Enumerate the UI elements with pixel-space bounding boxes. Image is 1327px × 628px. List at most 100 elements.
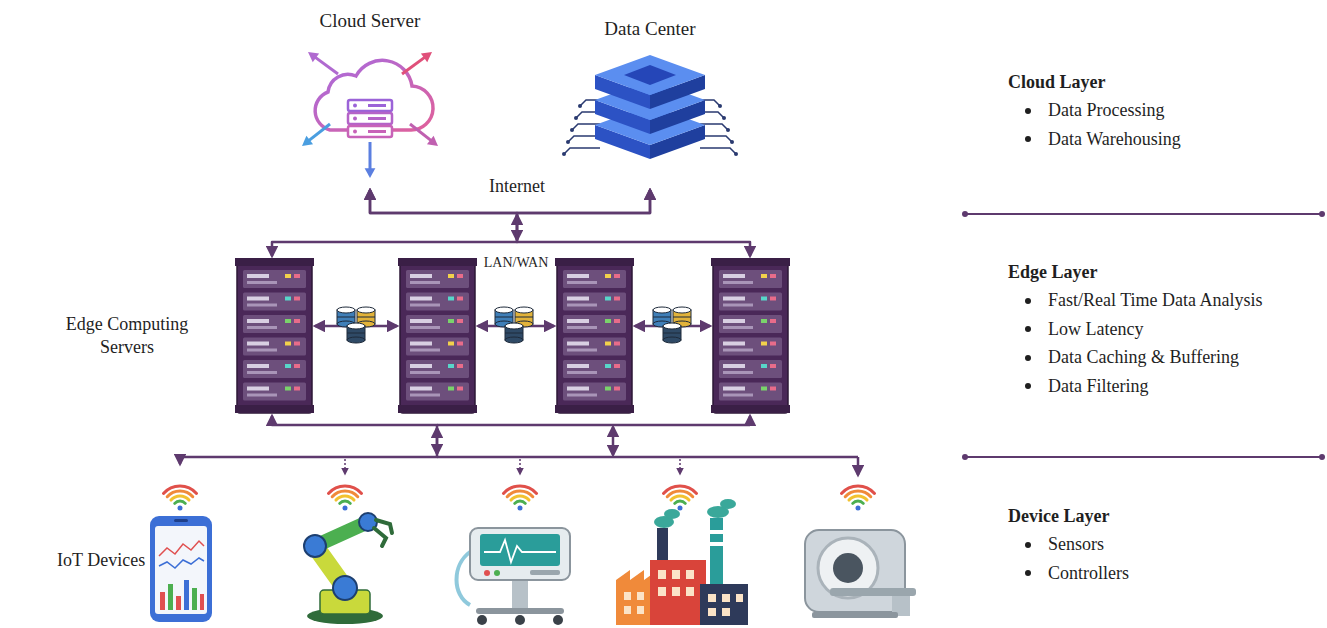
wifi-arc: [671, 496, 689, 500]
wifi-symbol: [663, 486, 696, 511]
rack-body: [237, 260, 312, 413]
arrow-head: [302, 136, 313, 146]
smartphone-icon-part: [184, 580, 189, 610]
network-label: LAN/WAN: [481, 255, 552, 271]
arrow-shaft: [369, 142, 372, 171]
rack-led: [457, 342, 463, 346]
rack-led: [448, 274, 454, 278]
rack-panel: [567, 304, 597, 307]
factory-icon-part-part: [637, 606, 644, 614]
cylinder-band: [347, 333, 365, 334]
wifi-dot: [856, 506, 861, 511]
circuit-dot: [730, 140, 734, 144]
factory-icon-part-part: [624, 592, 631, 600]
network-wires: [345, 215, 858, 475]
rack-panel: [410, 274, 432, 278]
cloud-arrows: [302, 52, 438, 178]
rack-panel: [410, 349, 440, 352]
rack-panel: [723, 326, 753, 329]
smartphone-icon-part: [150, 516, 212, 622]
rack-panel: [410, 304, 440, 307]
rack-unit: [719, 293, 782, 311]
rack-led: [614, 342, 620, 346]
rack-led: [605, 364, 611, 368]
rack-unit: [406, 383, 469, 401]
wifi-dot: [518, 506, 523, 511]
slab-top: [595, 55, 705, 95]
rack-led: [605, 342, 611, 346]
database-cylinder: [663, 323, 681, 343]
rack-panel: [723, 304, 753, 307]
rack-panel: [410, 297, 432, 301]
rack-unit: [563, 293, 626, 311]
rack-led: [457, 364, 463, 368]
rack-panel: [247, 394, 277, 397]
ventilator-icon-part: [477, 615, 487, 625]
ventilator-icon-part: [484, 570, 490, 576]
rack-unit: [563, 338, 626, 356]
circuit-dot: [726, 128, 730, 132]
arrow-shaft: [402, 56, 426, 74]
rack-body: [557, 260, 632, 413]
rack-panel: [247, 281, 277, 284]
cylinder-band: [495, 317, 513, 318]
rack-led: [285, 319, 291, 323]
network-wires-part: [612, 427, 615, 455]
rack-panel: [410, 319, 432, 323]
rack-led: [294, 319, 300, 323]
ventilator-icon-part: [480, 534, 560, 566]
rack-led: [614, 387, 620, 391]
rack-unit: [243, 270, 306, 288]
rack-panel: [247, 342, 269, 346]
rack-unit: [563, 383, 626, 401]
rack-panel: [247, 274, 269, 278]
rack-panel: [410, 371, 440, 374]
cylinder-band: [663, 333, 681, 334]
rack-unit: [243, 293, 306, 311]
node-label: Data Center: [604, 18, 695, 41]
ventilator-icon-part: [515, 615, 525, 625]
smartphone-icon-part: [159, 541, 204, 556]
rack-body: [713, 260, 788, 413]
rack-cap: [398, 258, 477, 266]
wifi-arc: [511, 496, 529, 500]
wifi-arc: [515, 501, 526, 503]
wifi-arc: [853, 501, 864, 503]
robot-arm-icon: [304, 513, 392, 624]
rack-panel: [410, 281, 440, 284]
arrow-head: [427, 136, 438, 146]
rack-panel: [410, 394, 440, 397]
rack-panel: [567, 281, 597, 284]
ventilator-icon-part: [512, 578, 528, 610]
node-label: Edge Computing Servers: [57, 313, 197, 360]
rack-panel: [567, 364, 589, 368]
wifi-arc: [328, 486, 361, 493]
slab-chip: [624, 65, 676, 85]
factory-icon-part-part: [686, 570, 694, 579]
ventilator-icon: [457, 528, 571, 625]
rack-led: [614, 319, 620, 323]
rack-panel: [567, 394, 597, 397]
server-slab: [595, 55, 705, 109]
smartphone-icon-part: [168, 584, 173, 610]
layer-heading: Edge Layer: [1008, 258, 1263, 286]
cylinder-band: [357, 317, 375, 318]
smartphone-icon-part: [200, 594, 204, 610]
arrow-shaft: [314, 56, 338, 74]
ventilator-icon-part: [457, 552, 471, 605]
rack-led: [761, 387, 767, 391]
wifi-arc: [675, 501, 686, 503]
cylinder-top: [653, 307, 671, 313]
rack-unit: [406, 270, 469, 288]
layer-heading: Cloud Layer: [1008, 68, 1181, 96]
cylinder-top: [495, 307, 513, 313]
rack-unit: [719, 315, 782, 333]
factory-icon-part: [700, 584, 748, 625]
wifi-arc: [503, 486, 536, 493]
rack-led: [285, 364, 291, 368]
arrow-shaft: [308, 124, 330, 142]
network-wires-part: [679, 459, 681, 474]
factory-icon-part-part: [637, 592, 644, 600]
cylinder-top: [673, 307, 691, 313]
